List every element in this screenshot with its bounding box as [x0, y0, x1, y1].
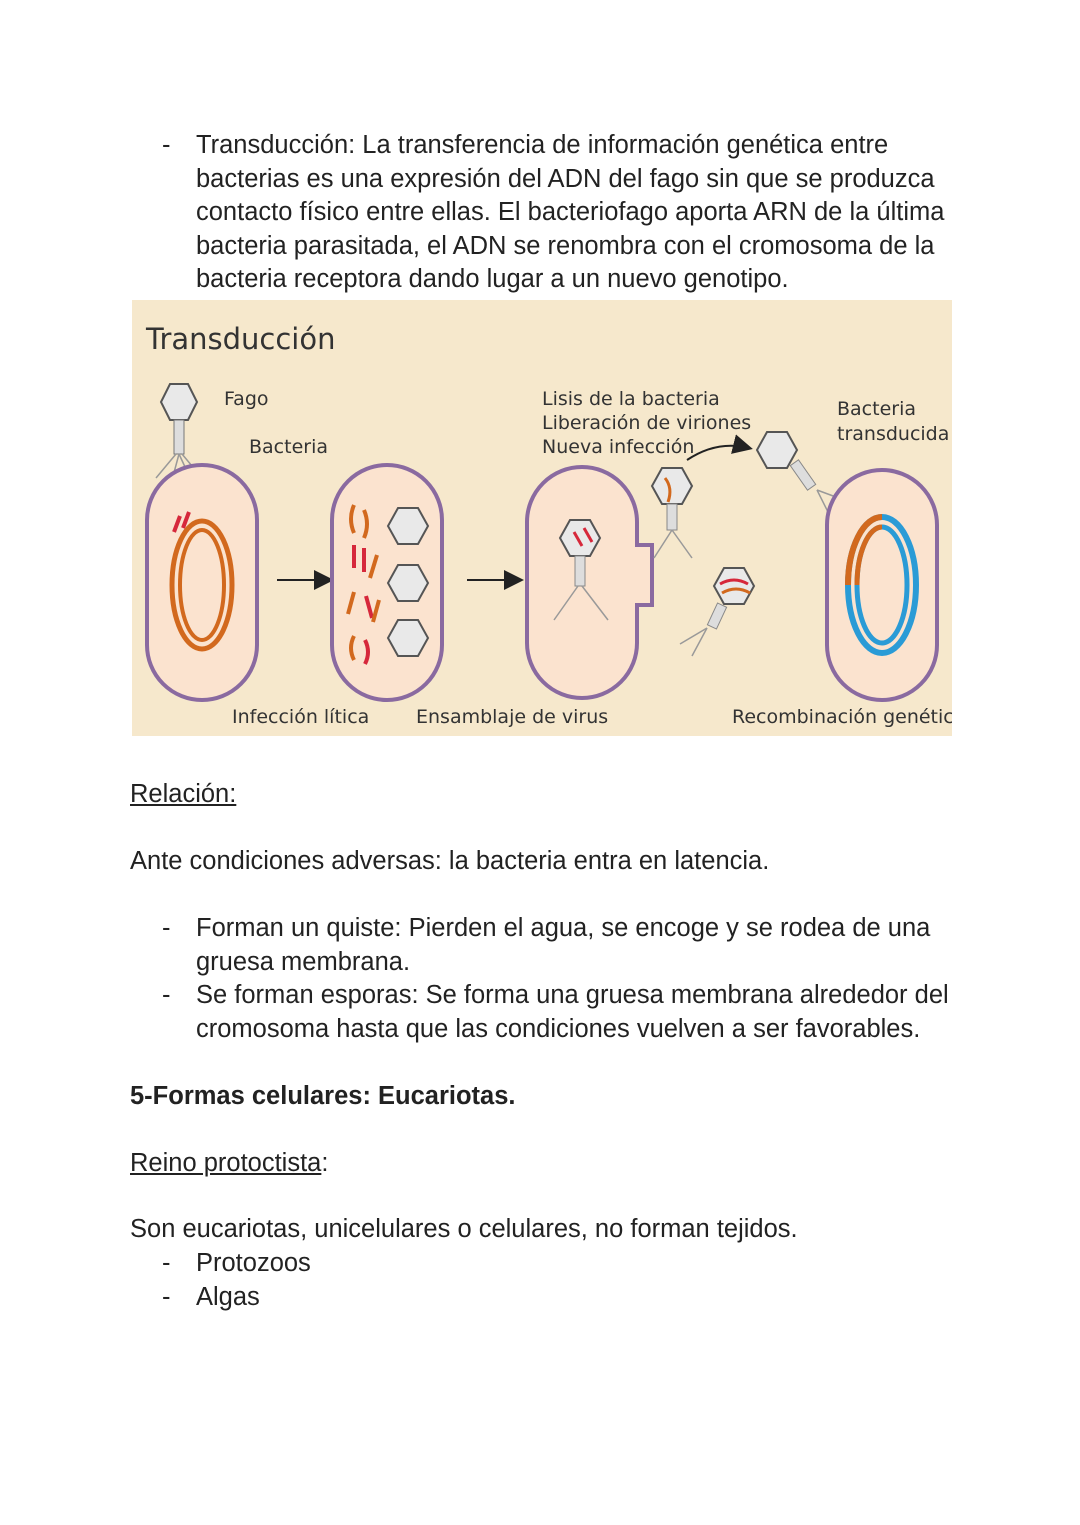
quiste-text: Forman un quiste: Pierden el agua, se en… [196, 914, 931, 976]
reino-intro: Son eucariotas, unicelulares o celulares… [130, 1215, 798, 1243]
list-dash: - [162, 1282, 171, 1311]
list-item-esporas: - Se forman esporas: Se forma una gruesa… [130, 979, 960, 1046]
list-dash: - [162, 914, 171, 942]
list-dash: - [162, 131, 171, 159]
transduction-text: Transducción: La transferencia de inform… [196, 131, 945, 293]
infection-arrow [686, 434, 753, 461]
label-recombinacion: Recombinación genética [732, 706, 952, 728]
list-item-quiste: - Forman un quiste: Pierden el agua, se … [130, 912, 960, 979]
released-phage-1 [650, 467, 694, 559]
phage-icon [155, 383, 203, 483]
released-phage-2 [679, 567, 756, 657]
relacion-heading: Relación: [130, 780, 237, 808]
bacteria-cell-2 [330, 463, 444, 702]
reino-list: - Protozoos - Algas [130, 1247, 960, 1314]
label-lisis-1: Lisis de la bacteria [542, 388, 720, 410]
esporas-text: Se forman esporas: Se forma una gruesa m… [196, 981, 949, 1043]
list-item-transduccion: - Transducción: La transferencia de info… [130, 129, 960, 297]
list-dash: - [162, 981, 171, 1009]
algas-text: Algas [196, 1282, 260, 1311]
diagram-title: Transducción [145, 322, 336, 356]
label-lisis-2: Liberación de viriones [542, 412, 751, 434]
bacteria-cell-1 [145, 463, 259, 702]
protozoos-text: Protozoos [196, 1249, 311, 1277]
relacion-list: - Forman un quiste: Pierden el agua, se … [130, 912, 960, 1046]
reino-colon: : [321, 1149, 329, 1177]
transducing-phage [755, 431, 845, 521]
bacteria-cell-3 [525, 465, 654, 700]
label-infeccion-litica: Infección lítica [232, 706, 369, 728]
label-ensamblaje: Ensamblaje de virus [416, 706, 608, 728]
bacteria-cell-4 [825, 468, 939, 702]
label-bacteria: Bacteria [249, 436, 328, 458]
transduction-list: - Transducción: La transferencia de info… [130, 129, 960, 297]
section5-heading: 5-Formas celulares: Eucariotas. [130, 1082, 516, 1110]
label-lisis-3: Nueva infección [542, 436, 694, 458]
list-item-protozoos: - Protozoos [130, 1247, 960, 1281]
reino-heading: Reino protoctista [130, 1149, 322, 1177]
list-dash: - [162, 1249, 171, 1277]
transduction-diagram: Transducción Fago Bacteria Lisis de la b… [132, 300, 952, 736]
list-item-algas: - Algas [130, 1281, 960, 1315]
label-transducida-2: transducida [837, 423, 949, 445]
reino-heading-line: Reino protoctista: [130, 1147, 328, 1181]
relacion-intro: Ante condiciones adversas: la bacteria e… [130, 847, 770, 875]
label-fago: Fago [224, 388, 269, 410]
label-transducida-1: Bacteria [837, 398, 916, 420]
